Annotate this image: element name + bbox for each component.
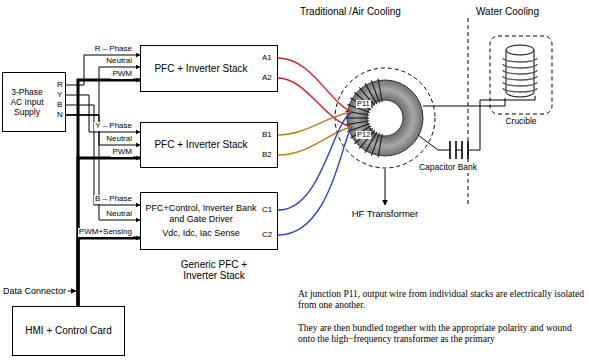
transformer-boundary (335, 68, 435, 168)
winding-turn (354, 92, 372, 107)
terminal-label: P11 (356, 100, 371, 109)
power-line (66, 115, 140, 220)
box-content: HMI + Control Card (17, 307, 120, 355)
wire-b1 (278, 112, 352, 135)
box-text-group: 3-Phase AC Input Supply (5, 87, 49, 118)
coil-turn (503, 82, 537, 86)
coil-turn (503, 64, 537, 68)
box-content: PFC + Inverter Stack (145, 46, 257, 91)
box-content: 3-Phase AC Input Supply (5, 73, 49, 131)
power-line (66, 95, 140, 132)
inverter-stack-box: PFC + Inverter Stack (140, 122, 278, 168)
box-subtitle: Vdc, Idc, Iac Sense (145, 228, 257, 239)
signal-label: B – Phase (94, 195, 133, 204)
box-title: 3-Phase AC Input Supply (5, 87, 49, 118)
winding-turn (378, 134, 382, 158)
pin-label: C2 (262, 230, 272, 239)
connectors (66, 55, 140, 306)
note-text: They are then bundled together with the … (298, 323, 584, 345)
capacitor-plate (455, 141, 457, 159)
inverter-stack-box: PFC+Control, Inverter Bank and Gate Driv… (140, 192, 278, 250)
box-text-group: PFC+Control, Inverter Bank and Gate Driv… (145, 203, 257, 238)
part-label: HF Transformer (352, 209, 419, 220)
box-title: HMI + Control Card (25, 325, 111, 337)
control-card-box: HMI + Control Card (12, 306, 125, 356)
winding-turn (371, 133, 379, 156)
power-line (66, 105, 140, 205)
pin-label: R (57, 80, 63, 89)
coil-turn (503, 88, 537, 92)
pin-label: A2 (262, 73, 272, 82)
primary-windings (345, 79, 382, 158)
pin-label: B (57, 100, 62, 109)
induction-coil (503, 58, 537, 92)
coil-turn (503, 70, 537, 74)
pwm-bus-line (78, 158, 140, 306)
box-content: PFC+Control, Inverter Bank and Gate Driv… (145, 193, 257, 249)
terminal-label: P12 (356, 131, 371, 140)
pointer-arrow (385, 169, 386, 205)
box-title: PFC+Control, Inverter Bank and Gate Driv… (145, 203, 257, 225)
capacitor-plate (449, 141, 451, 159)
signal-label: PWM (111, 70, 133, 79)
signal-label: Y – Phase (94, 122, 133, 131)
signal-label: Neutral (105, 135, 133, 144)
pwm-bus-line (78, 80, 140, 306)
crucible-top (506, 45, 534, 55)
pin-label: A1 (262, 53, 272, 62)
pin-label: C1 (262, 205, 272, 214)
coil-turn (503, 76, 537, 80)
winding-turn (350, 98, 371, 110)
winding-turn (345, 117, 369, 118)
pointer-arrow (68, 291, 76, 292)
secondary-wire (423, 98, 505, 106)
capacitor-plate (467, 141, 469, 159)
winding-turn (354, 128, 372, 143)
winding-turn (346, 121, 370, 125)
zone-label: Water Cooling (476, 6, 539, 18)
box-title: PFC + Inverter Stack (154, 139, 247, 151)
cooling-separator (468, 18, 469, 205)
signal-label: Neutral (105, 57, 133, 66)
wire-a1 (278, 58, 352, 112)
pin-label: B2 (262, 150, 272, 159)
wire-b2 (278, 127, 352, 155)
winding-turn (378, 79, 382, 103)
pin-label: Y (57, 90, 62, 99)
power-supply-box: 3-Phase AC Input Supply (2, 72, 66, 132)
box-title: PFC + Inverter Stack (154, 63, 247, 75)
signal-label: Neutral (105, 210, 133, 219)
pin-label: N (57, 110, 63, 119)
crucible-boundary (490, 36, 552, 114)
box-text-group: PFC + Inverter Stack (154, 63, 247, 75)
wire-c1 (278, 112, 352, 210)
signal-label: PWM+Sensing (78, 228, 133, 237)
zone-label: Traditional /Air Cooling (300, 6, 401, 18)
inverter-stack-box: PFC + Inverter Stack (140, 45, 278, 92)
signal-label: R – Phase (94, 45, 133, 54)
wire-c2 (278, 127, 352, 235)
winding-turn (371, 80, 379, 103)
wire-a2 (278, 78, 352, 127)
box-text-group: PFC + Inverter Stack (154, 139, 247, 151)
pin-label: B1 (262, 130, 272, 139)
note-text: At junction P11, output wire from indivi… (298, 289, 584, 311)
power-line (66, 115, 140, 145)
box-text-group: HMI + Control Card (25, 325, 111, 337)
signal-label: PWM (111, 148, 133, 157)
signal-label: Data Connector (3, 286, 66, 296)
caption-label: Generic PFC + Inverter Stack (175, 259, 253, 282)
part-label: Crucible (504, 117, 537, 127)
part-label: Capacitor Bank (418, 163, 478, 173)
capacitor-plate (461, 141, 463, 159)
box-content: PFC + Inverter Stack (145, 123, 257, 167)
coil-turn (503, 58, 537, 62)
pwm-bus-line (78, 238, 140, 306)
